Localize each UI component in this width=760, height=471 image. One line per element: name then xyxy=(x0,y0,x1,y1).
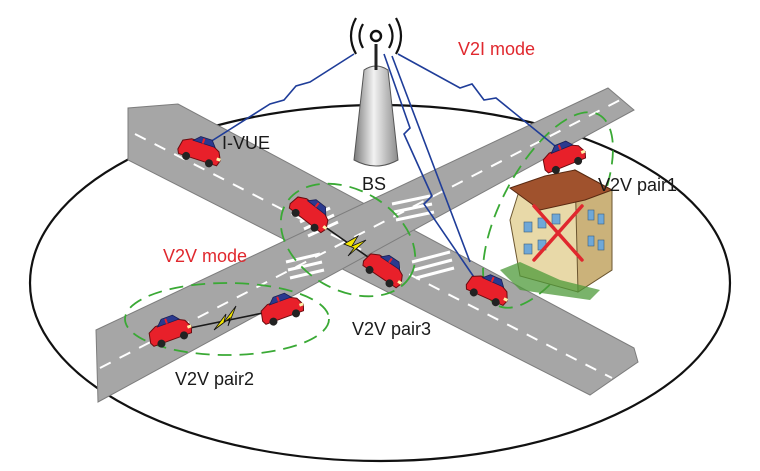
v2v-pair1-label: V2V pair1 xyxy=(598,175,678,195)
link-bs-pair1 xyxy=(397,53,561,151)
v2i-mode-label: V2I mode xyxy=(458,39,536,59)
link-bs-ivue xyxy=(209,53,355,143)
v2v-pair3-label: V2V pair3 xyxy=(352,319,432,339)
v2v-pair3-outline xyxy=(279,182,417,298)
base-station xyxy=(349,17,403,167)
v2v-pair2-outline xyxy=(124,282,330,356)
i-vue-label: I-VUE xyxy=(222,133,271,153)
v2v-mode-label: V2V mode xyxy=(163,246,248,266)
antenna-tower-icon xyxy=(369,29,383,43)
link-bs-pair3 xyxy=(383,53,479,284)
road-network xyxy=(95,87,639,403)
bs-label: BS xyxy=(362,174,387,194)
link-bs-building xyxy=(391,55,471,263)
v2v-pair2-label: V2V pair2 xyxy=(175,369,255,389)
x-mark-icon xyxy=(532,204,584,262)
building xyxy=(500,169,614,300)
lightning-bolt-icon xyxy=(213,305,237,331)
lightning-bolt-icon xyxy=(343,234,367,257)
v2i-links xyxy=(209,53,561,284)
